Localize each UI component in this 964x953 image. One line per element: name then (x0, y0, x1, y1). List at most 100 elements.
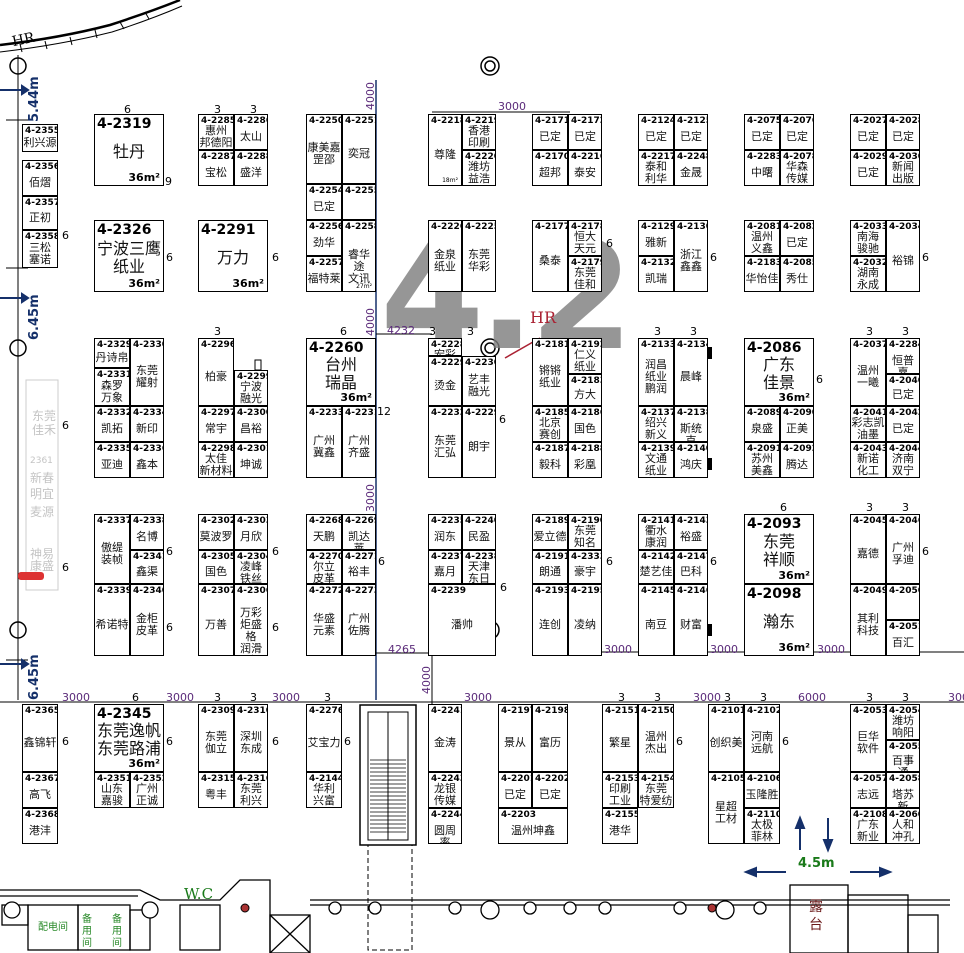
booth-42219[interactable]: 4-2219香港印刷 (462, 114, 496, 150)
booth-42090[interactable]: 4-2090正美 (780, 406, 814, 442)
booth-42301[interactable]: 4-2301坤诚 (234, 442, 268, 478)
booth-42229b[interactable]: 4-2229朗宇 (462, 406, 496, 478)
booth-42195[interactable]: 4-2195凌纳 (568, 584, 602, 656)
booth-42330[interactable]: 4-2330东莞耀射 (130, 338, 164, 406)
booth-42044[interactable]: 4-2044济南双宁 (886, 442, 920, 478)
booth-42225[interactable]: 4-2225东莞华彩 (462, 220, 496, 292)
booth-42054[interactable]: 4-2054潍坊响阳 (886, 704, 920, 740)
booth-42179[interactable]: 4-2179东莞佳和 (568, 256, 602, 292)
booth-42316[interactable]: 4-2316东莞利兴 (234, 772, 268, 808)
booth-42147[interactable]: 4-2147巴科 (674, 550, 708, 584)
booth-42251[interactable]: 4-2251奕冠 (342, 114, 376, 184)
booth-42051[interactable]: 4-2051百汇 (886, 620, 920, 656)
booth-42300[interactable]: 4-2300昌裕 (234, 406, 268, 442)
booth-42352[interactable]: 4-2352广州正诚 (130, 772, 164, 808)
booth-42304[interactable]: 4-2304凌峰铁丝 (234, 550, 268, 584)
booth-42130[interactable]: 4-2130浙江鑫鑫 (674, 220, 708, 292)
booth-42269[interactable]: 4-2269凯达莱 (342, 514, 376, 550)
booth-42273[interactable]: 4-2273广州佐腾 (342, 584, 376, 656)
booth-42082[interactable]: 4-2082已定 (780, 220, 814, 256)
booth-42231[interactable]: 4-2231广州齐盛 (342, 406, 376, 478)
booth-42092[interactable]: 4-2092腾达 (780, 442, 814, 478)
booth-42258[interactable]: 4-2258睿华途文讯27m² (342, 220, 376, 292)
booth-42055[interactable]: 4-2055百事通 (886, 740, 920, 772)
booth-42306[interactable]: 4-2306万彩炬盛格润滑油 (234, 584, 268, 656)
booth-42333[interactable]: 4-2333豪宇 (568, 550, 602, 584)
booth-42336[interactable]: 4-2336鑫本 (130, 442, 164, 478)
booth-42178[interactable]: 4-2178恒大天元 (568, 220, 602, 256)
booth-42334[interactable]: 4-2334新印 (130, 406, 164, 442)
booth-42183b[interactable]: 4-2183方大 (568, 374, 602, 406)
booth-42241[interactable]: 4-2241金涛 (428, 704, 462, 772)
booth-42028[interactable]: 4-2028已定 (886, 114, 920, 150)
booth-42134[interactable]: 4-2134晨峰 (674, 338, 708, 406)
booth-42310[interactable]: 4-2310深圳东成 (234, 704, 268, 772)
booth-42138[interactable]: 4-2138斯统克 (674, 406, 708, 442)
booth-42172[interactable]: 4-2172已定 (568, 114, 602, 150)
booth-42338[interactable]: 4-2338名博 (130, 514, 164, 550)
booth-42030[interactable]: 4-2030新闻出版报 (886, 150, 920, 186)
booth-42288[interactable]: 4-2288盛洋 (234, 150, 268, 186)
booth-42058[interactable]: 4-2058塔苏新 (886, 772, 920, 808)
booth-42243[interactable]: 4-2243龙银传媒 (428, 772, 462, 808)
booth-42140[interactable]: 4-2140鸿庆 (674, 442, 708, 478)
booth-42284[interactable]: 4-2284恒普嘉 (886, 338, 920, 374)
booth-42060[interactable]: 4-2060人和冲孔 (886, 808, 920, 844)
